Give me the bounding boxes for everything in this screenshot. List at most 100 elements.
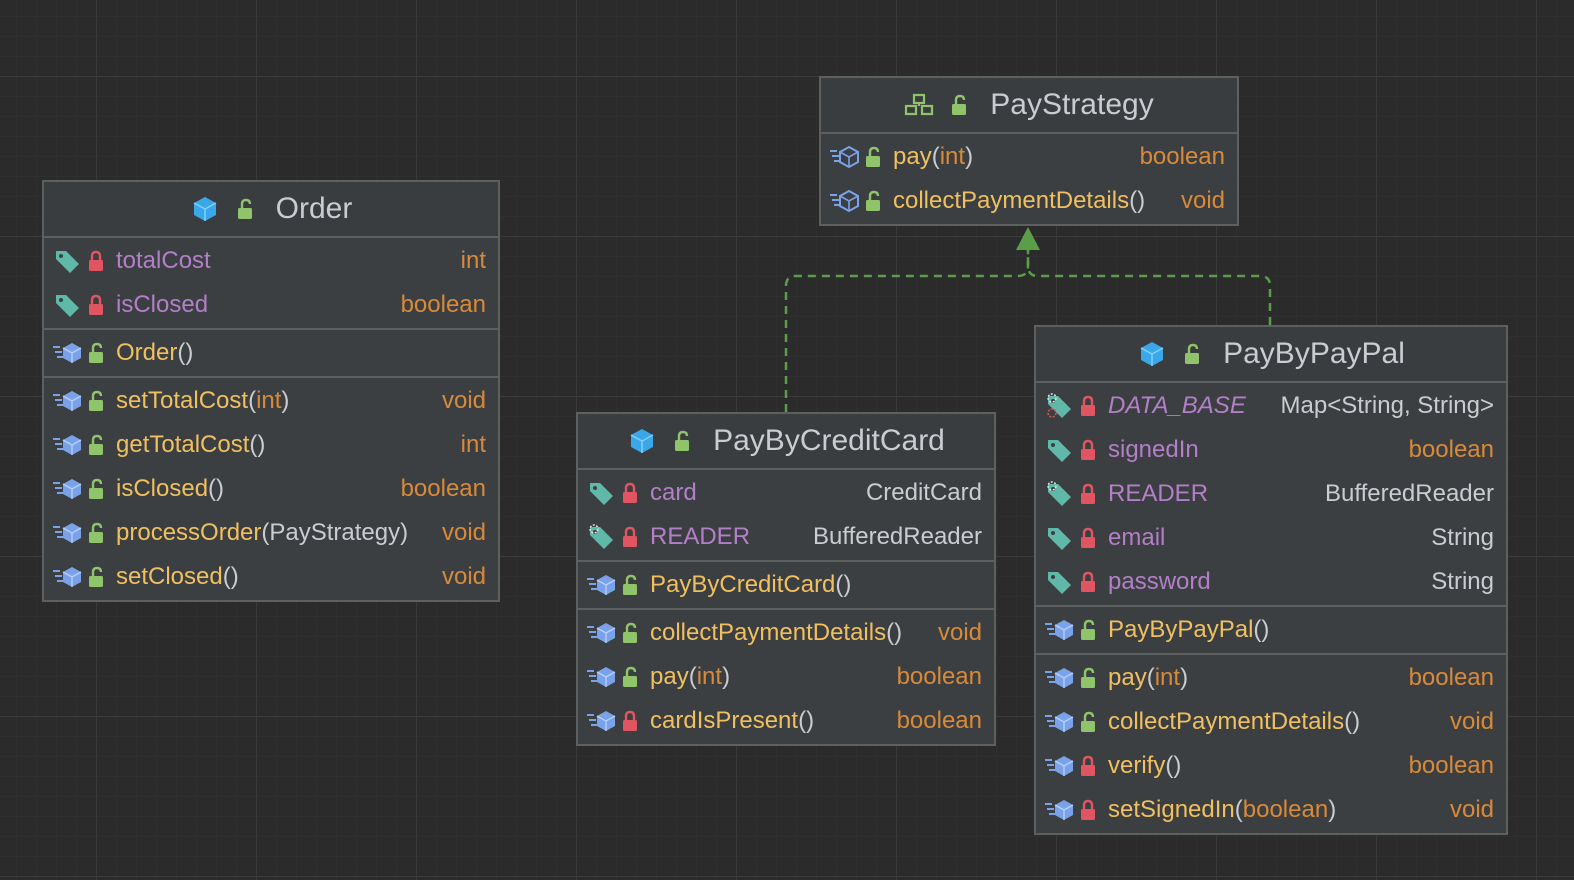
field-row[interactable]: READER BufferedReader [578,515,994,559]
class-header[interactable]: Order [44,182,498,238]
fields-section: totalCost int isClosed boolean [44,238,498,330]
method-row[interactable]: pay(int) boolean [1036,656,1506,700]
field-tag-icon [52,290,82,320]
param-types: PayStrategy [269,519,401,546]
method-name: pay [1108,664,1147,691]
field-name: email [1108,524,1166,551]
private-lock-icon [1074,479,1102,509]
field-row[interactable]: DATA_BASE Map<String, String> [1036,384,1506,428]
methods-section: pay(int) boolean collectPaymentDetails()… [821,134,1237,224]
field-row[interactable]: isClosed boolean [44,283,498,327]
return-type: boolean [1408,664,1494,691]
field-tag-icon [1044,435,1074,465]
method-row[interactable]: pay(int) boolean [578,655,994,699]
field-type: BufferedReader [1324,480,1494,507]
private-lock-icon [1074,795,1102,825]
field-row[interactable]: READER BufferedReader [1036,472,1506,516]
field-tag-icon [1044,567,1074,597]
public-lock-icon [230,194,260,224]
private-lock-icon [82,246,110,276]
public-lock-icon [667,426,697,456]
method-name: isClosed [116,475,209,502]
method-name: collectPaymentDetails [893,187,1130,214]
field-row[interactable]: totalCost int [44,239,498,283]
return-type: boolean [896,707,982,734]
method-name: pay [650,663,689,690]
field-name: READER [1108,480,1209,507]
public-lock-icon [82,562,110,592]
method-row[interactable]: verify() boolean [1036,744,1506,788]
field-name: password [1108,568,1211,595]
method-row[interactable]: setTotalCost(int) void [44,379,498,423]
constructor-row[interactable]: Order() [44,331,498,375]
open-paren: ( [1165,752,1174,779]
class-pay-by-paypal[interactable]: PayByPayPal DATA_BASE Map<String, String… [1034,325,1508,835]
constructor-row[interactable]: PayByCreditCard() [578,563,994,607]
return-type: void [1180,187,1225,214]
method-row[interactable]: collectPaymentDetails() void [1036,700,1506,744]
class-title: PayByPayPal [1223,337,1405,370]
class-order[interactable]: Order totalCost int isClosed boolean Ord… [42,180,500,602]
abstract-method-icon [829,142,859,172]
param-types: int [256,387,282,414]
class-header[interactable]: PayByPayPal [1036,327,1506,383]
method-name: verify [1108,752,1166,779]
method-row[interactable]: getTotalCost() int [44,423,498,467]
return-type: void [1449,708,1494,735]
private-lock-icon [616,522,644,552]
class-header[interactable]: PayByCreditCard [578,414,994,470]
method-row[interactable]: isClosed() boolean [44,467,498,511]
public-lock-icon [82,474,110,504]
class-icon [190,194,220,224]
open-paren: ( [1344,708,1353,735]
class-header[interactable]: PayStrategy [821,78,1237,134]
close-paren: ) [1261,616,1270,643]
constructor-row[interactable]: PayByPayPal() [1036,608,1506,652]
return-type: boolean [1139,143,1225,170]
interface-pay-strategy[interactable]: PayStrategy pay(int) boolean collectPaym… [819,76,1239,226]
field-row[interactable]: password String [1036,560,1506,604]
public-lock-icon [82,386,110,416]
open-paren: ( [1234,796,1243,823]
method-row[interactable]: setSignedIn(boolean) void [1036,788,1506,832]
interface-icon [904,90,934,120]
open-paren: ( [249,431,258,458]
method-row[interactable]: pay(int) boolean [821,135,1237,179]
field-row[interactable]: card CreditCard [578,471,994,515]
methods-section: collectPaymentDetails() void pay(int) bo… [578,610,994,744]
method-row[interactable]: cardIsPresent() boolean [578,699,994,743]
field-row[interactable]: email String [1036,516,1506,560]
methods-section: setTotalCost(int) void getTotalCost() in… [44,378,498,600]
field-type: CreditCard [865,479,982,506]
open-paren: ( [688,663,697,690]
class-title: PayByCreditCard [713,424,945,457]
return-type: boolean [1408,752,1494,779]
open-paren: ( [208,475,217,502]
method-name: setTotalCost [116,387,249,414]
method-row[interactable]: collectPaymentDetails() void [821,179,1237,223]
open-paren: ( [1129,187,1138,214]
method-row[interactable]: collectPaymentDetails() void [578,611,994,655]
open-paren: ( [835,571,844,598]
public-lock-icon [859,142,887,172]
field-type: int [460,247,486,274]
close-paren: ) [1173,752,1182,779]
class-pay-by-credit-card[interactable]: PayByCreditCard card CreditCard READER B… [576,412,996,746]
method-icon [52,430,82,460]
public-lock-icon [616,618,644,648]
field-row[interactable]: signedIn boolean [1036,428,1506,472]
method-icon [1044,707,1074,737]
class-title: Order [275,192,353,225]
method-icon [1044,751,1074,781]
arrow-credit-card-to-strategy [784,244,1030,412]
field-type: boolean [400,291,486,318]
method-row[interactable]: setClosed() void [44,555,498,599]
close-paren: ) [257,431,266,458]
method-icon [1044,795,1074,825]
method-row[interactable]: processOrder(PayStrategy) void [44,511,498,555]
return-type: int [460,431,486,458]
public-lock-icon [1074,707,1102,737]
field-name: isClosed [116,291,209,318]
fields-section: DATA_BASE Map<String, String> signedIn b… [1036,383,1506,607]
private-lock-icon [1074,523,1102,553]
